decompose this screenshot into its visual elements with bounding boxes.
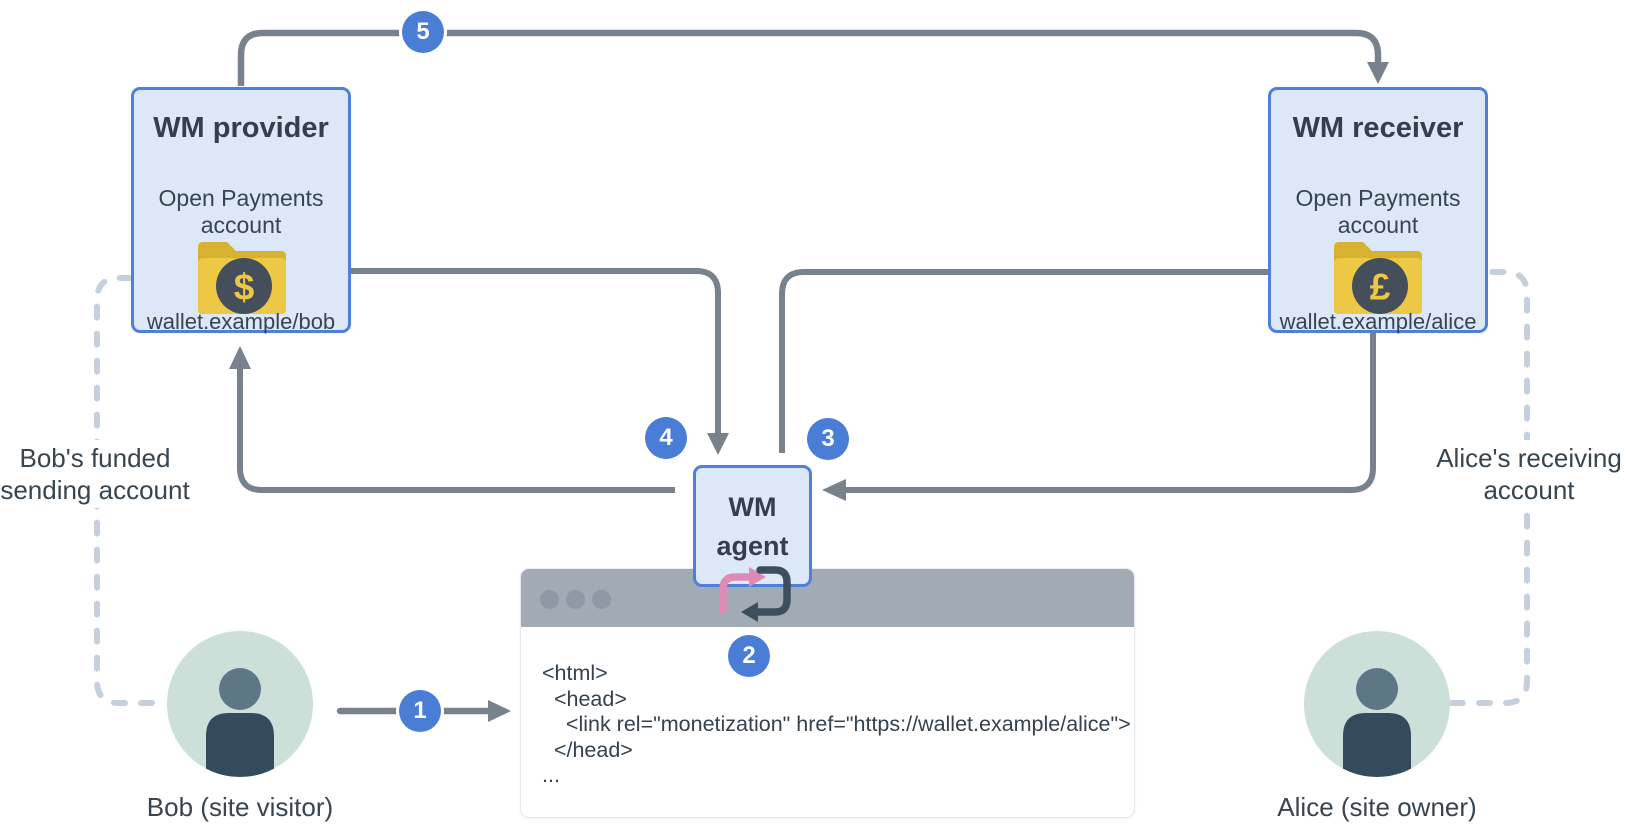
bob-funded-line1: Bob's funded	[19, 443, 171, 473]
wm-agent-box: WM agent	[693, 465, 812, 587]
monetization-html-code: <html> <head> <link rel="monetization" h…	[542, 661, 1131, 789]
dollar-symbol: $	[234, 267, 255, 308]
step-badge-5: 5	[402, 11, 444, 53]
window-dot-3	[592, 590, 611, 609]
wm-provider-box: WM provider Open Payments account $ wall…	[131, 87, 351, 334]
step-badge-2: 2	[728, 635, 770, 677]
pound-folder-icon: £	[1334, 242, 1422, 314]
wm-receiver-title: WM receiver	[1292, 112, 1464, 144]
wm-agent-line1: WM	[728, 492, 777, 522]
arrowhead-into-agent-right	[822, 479, 846, 501]
alice-label: Alice (site owner)	[1277, 792, 1477, 822]
step-badge-4: 4	[645, 417, 687, 459]
bob-funded-line2: sending account	[0, 475, 190, 505]
arrowhead-into-agent-top	[707, 433, 729, 455]
step-badge-3: 3	[807, 418, 849, 460]
open-payments-line1: Open Payments	[1295, 185, 1461, 211]
wm-receiver-box: WM receiver Open Payments account £ wall…	[1268, 87, 1488, 334]
open-payments-line2: account	[1337, 212, 1419, 238]
wm-agent-line2: agent	[716, 531, 789, 561]
bob-avatar	[167, 631, 313, 777]
step-badge-1: 1	[399, 690, 441, 732]
window-dot-1	[540, 590, 559, 609]
wm-provider-title: WM provider	[153, 112, 329, 144]
wm-receiver-subtitle: Open Payments account	[1271, 185, 1485, 239]
browser-title-bar	[521, 569, 1134, 627]
open-payments-line1: Open Payments	[158, 185, 324, 211]
payment-loop-icon	[719, 566, 791, 622]
arrow-provider-folder-to-agent	[287, 268, 721, 433]
code-line-head-open: <head>	[542, 686, 627, 711]
bob-wallet-address: wallet.example/bob	[146, 309, 336, 334]
code-line-head-close: </head>	[542, 737, 633, 762]
alice-avatar	[1304, 631, 1450, 777]
arrow-agent-to-provider	[237, 369, 675, 493]
arrow-agent-to-receiver-folder	[779, 269, 1296, 453]
alice-receiving-account-label: Alice's receiving account	[1432, 440, 1626, 508]
browser-window: <html> <head> <link rel="monetization" h…	[520, 568, 1135, 818]
code-line-monetization-link: <link rel="monetization" href="https://w…	[542, 712, 1131, 736]
arrowhead-into-receiver-top	[1367, 62, 1389, 84]
arrowhead-into-provider-bottom	[229, 346, 251, 369]
arrow-provider-to-receiver	[237, 29, 1382, 86]
arrowhead-into-browser	[488, 700, 511, 722]
alice-receiving-line2: account	[1483, 475, 1575, 505]
open-payments-line2: account	[200, 212, 282, 238]
arrow-receiver-to-agent	[846, 333, 1376, 493]
bob-label: Bob (site visitor)	[146, 792, 334, 822]
window-dot-2	[566, 590, 585, 609]
alice-wallet-address: wallet.example/alice	[1279, 309, 1477, 334]
dollar-folder-icon: $	[198, 242, 286, 314]
code-line-html: <html>	[542, 661, 608, 685]
pound-symbol: £	[1370, 267, 1391, 308]
bob-funded-account-label: Bob's funded sending account	[0, 440, 190, 508]
code-line-ellipsis: ...	[542, 763, 560, 787]
alice-receiving-line1: Alice's receiving	[1436, 443, 1622, 473]
wm-provider-subtitle: Open Payments account	[134, 185, 348, 239]
